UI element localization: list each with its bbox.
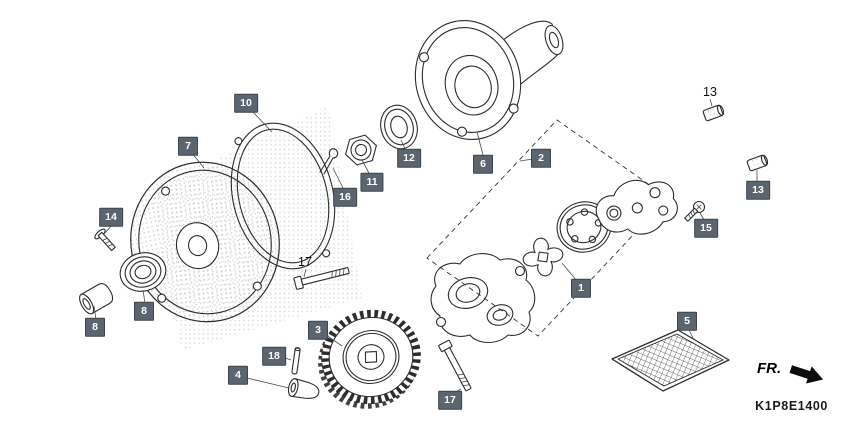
callout-5[interactable]: 5 — [677, 311, 697, 331]
part-bolt-lower — [438, 339, 472, 392]
part-plug — [287, 378, 320, 399]
part-pump-cover — [130, 161, 280, 323]
part-strainer-screen — [611, 329, 730, 392]
callout-17[interactable]: 17 — [438, 390, 462, 410]
part-inner-rotor — [522, 237, 564, 277]
part-bolt-upper — [293, 267, 350, 290]
callout-13[interactable]: 13 — [746, 180, 770, 200]
part-nut — [345, 134, 377, 166]
part-oil-seal-cap — [79, 282, 114, 315]
part-drive-gear — [318, 309, 421, 409]
callout-2[interactable]: 2 — [531, 148, 551, 168]
part-pump-housing — [414, 20, 564, 140]
callout-8[interactable]: 8 — [85, 317, 105, 337]
callout-14[interactable]: 14 — [99, 207, 123, 227]
part-screw-15 — [684, 200, 706, 222]
callout-17[interactable]: 17 — [298, 254, 312, 269]
fr-arrow-icon — [789, 365, 824, 384]
part-pin-18 — [291, 347, 301, 375]
part-bolt-14 — [94, 228, 116, 252]
part-dowel-13-right — [746, 154, 769, 172]
callout-10[interactable]: 10 — [234, 93, 258, 113]
callout-16[interactable]: 16 — [333, 187, 357, 207]
part-clip-pin — [319, 148, 339, 175]
diagram-code: K1P8E1400 — [755, 399, 828, 413]
fr-direction-label: FR. — [757, 360, 782, 377]
callout-18[interactable]: 18 — [262, 346, 286, 366]
callout-7[interactable]: 7 — [178, 136, 198, 156]
callout-3[interactable]: 3 — [308, 320, 328, 340]
part-pump-base — [430, 253, 536, 344]
part-dowel-13-top — [702, 104, 725, 122]
part-pump-plate — [595, 179, 678, 235]
part-oil-seal-spring — [119, 252, 167, 292]
callout-1[interactable]: 1 — [571, 278, 591, 298]
callout-15[interactable]: 15 — [694, 218, 718, 238]
callout-8[interactable]: 8 — [134, 301, 154, 321]
callout-4[interactable]: 4 — [228, 365, 248, 385]
callout-11[interactable]: 11 — [360, 172, 384, 192]
callout-6[interactable]: 6 — [473, 154, 493, 174]
callout-12[interactable]: 12 — [397, 148, 421, 168]
callout-13[interactable]: 13 — [703, 84, 717, 99]
